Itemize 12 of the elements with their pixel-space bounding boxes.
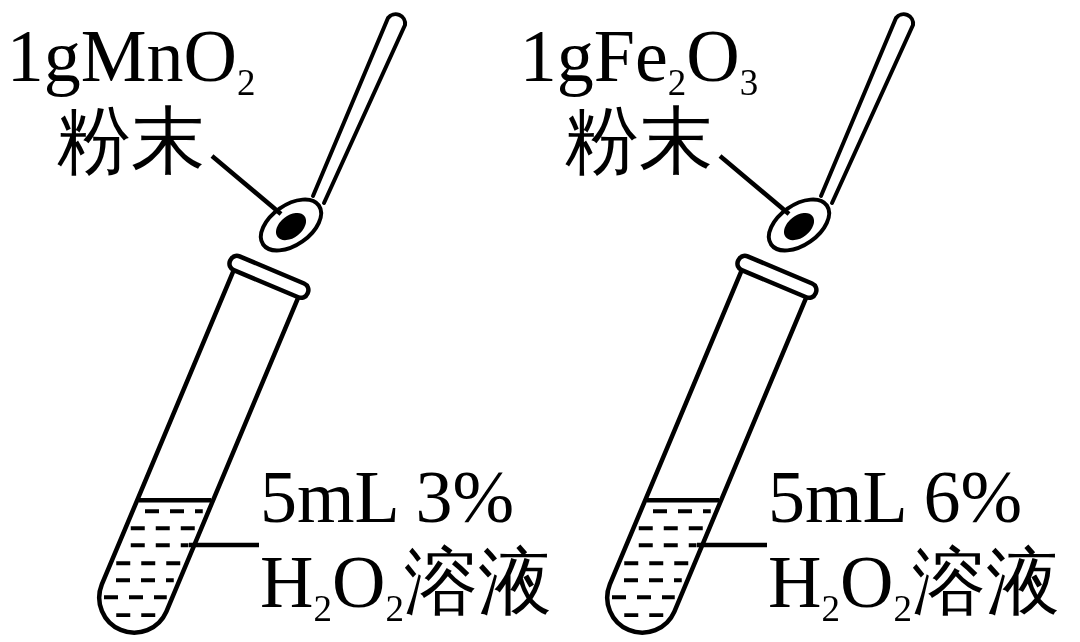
liquid <box>104 497 212 617</box>
leader-line <box>697 542 767 548</box>
liquid <box>612 497 720 617</box>
leader-line <box>718 154 791 216</box>
powder <box>276 213 306 241</box>
leader-line <box>210 154 283 216</box>
solution-label: 5mL 6% H$_{2}$O$_{2}$溶液 <box>768 455 1073 625</box>
leader-line <box>189 542 259 548</box>
solution-label: 5mL 3% H$_{2}$O$_{2}$溶液 <box>260 455 565 625</box>
substance-label: 1gFe$_{2}$O$_{3}$ 粉末 <box>508 14 770 184</box>
powder <box>784 213 814 241</box>
substance-label: 1gMnO$_{2}$ 粉末 <box>0 14 262 184</box>
